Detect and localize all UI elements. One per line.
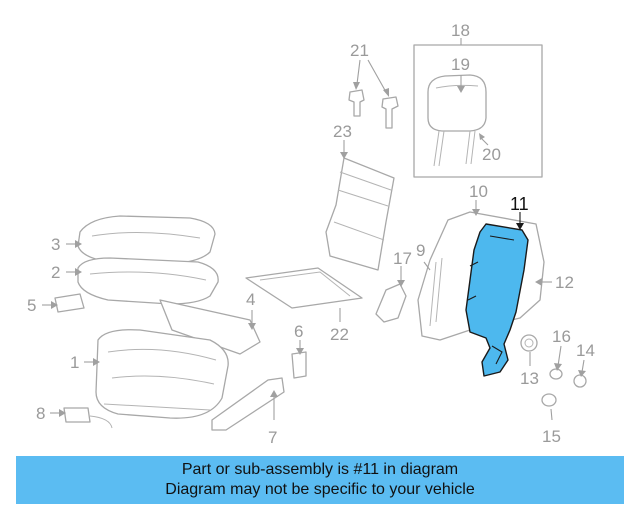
callout-18: 18 [451, 21, 470, 40]
info-banner: Part or sub-assembly is #11 in diagram D… [16, 456, 624, 504]
callout-23: 23 [333, 122, 352, 141]
callout-10: 10 [469, 182, 488, 201]
headrest-group [413, 38, 543, 178]
cap-14 [573, 359, 587, 388]
callout-20: 20 [482, 145, 501, 164]
clip-5 [42, 293, 85, 313]
bracket-17 [375, 266, 407, 323]
callout-9: 9 [416, 241, 425, 260]
cap-16 [549, 345, 563, 380]
seatback-cover-11 [465, 212, 529, 377]
seat-frame [84, 329, 229, 419]
callout-19: 19 [451, 55, 470, 74]
callout-7: 7 [268, 428, 277, 447]
callout-16: 16 [552, 327, 571, 346]
callout-2: 2 [51, 263, 60, 282]
callout-21: 21 [350, 41, 369, 60]
callout-12: 12 [555, 273, 574, 292]
callout-14: 14 [576, 341, 595, 360]
parts-diagram: 18 19 20 21 23 10 11 9 17 12 3 2 5 4 22 … [27, 21, 595, 447]
callout-1: 1 [70, 353, 79, 372]
callout-11: 11 [510, 194, 529, 214]
side-trim-7 [211, 377, 285, 431]
knob-13 [520, 334, 538, 366]
callout-3: 3 [51, 235, 60, 254]
callout-4: 4 [246, 290, 255, 309]
back-panel [245, 267, 363, 322]
callout-8: 8 [36, 404, 45, 423]
callout-22: 22 [330, 325, 349, 344]
callout-17: 17 [393, 249, 412, 268]
connector-6 [291, 340, 307, 379]
callout-13: 13 [520, 369, 539, 388]
cushion-cover [66, 215, 216, 265]
callout-5: 5 [27, 296, 36, 315]
callout-15: 15 [542, 427, 561, 446]
headrest-guide-group [348, 59, 399, 129]
banner-line-disclaimer: Diagram may not be specific to your vehi… [165, 481, 475, 498]
seatback-pad [325, 140, 395, 271]
washer-15 [541, 393, 557, 421]
cushion-frame-bar [159, 299, 261, 355]
callout-6: 6 [294, 322, 303, 341]
banner-line-part: Part or sub-assembly is #11 in diagram [181, 461, 459, 478]
harness-8 [50, 407, 113, 429]
cushion-pad [66, 257, 219, 305]
